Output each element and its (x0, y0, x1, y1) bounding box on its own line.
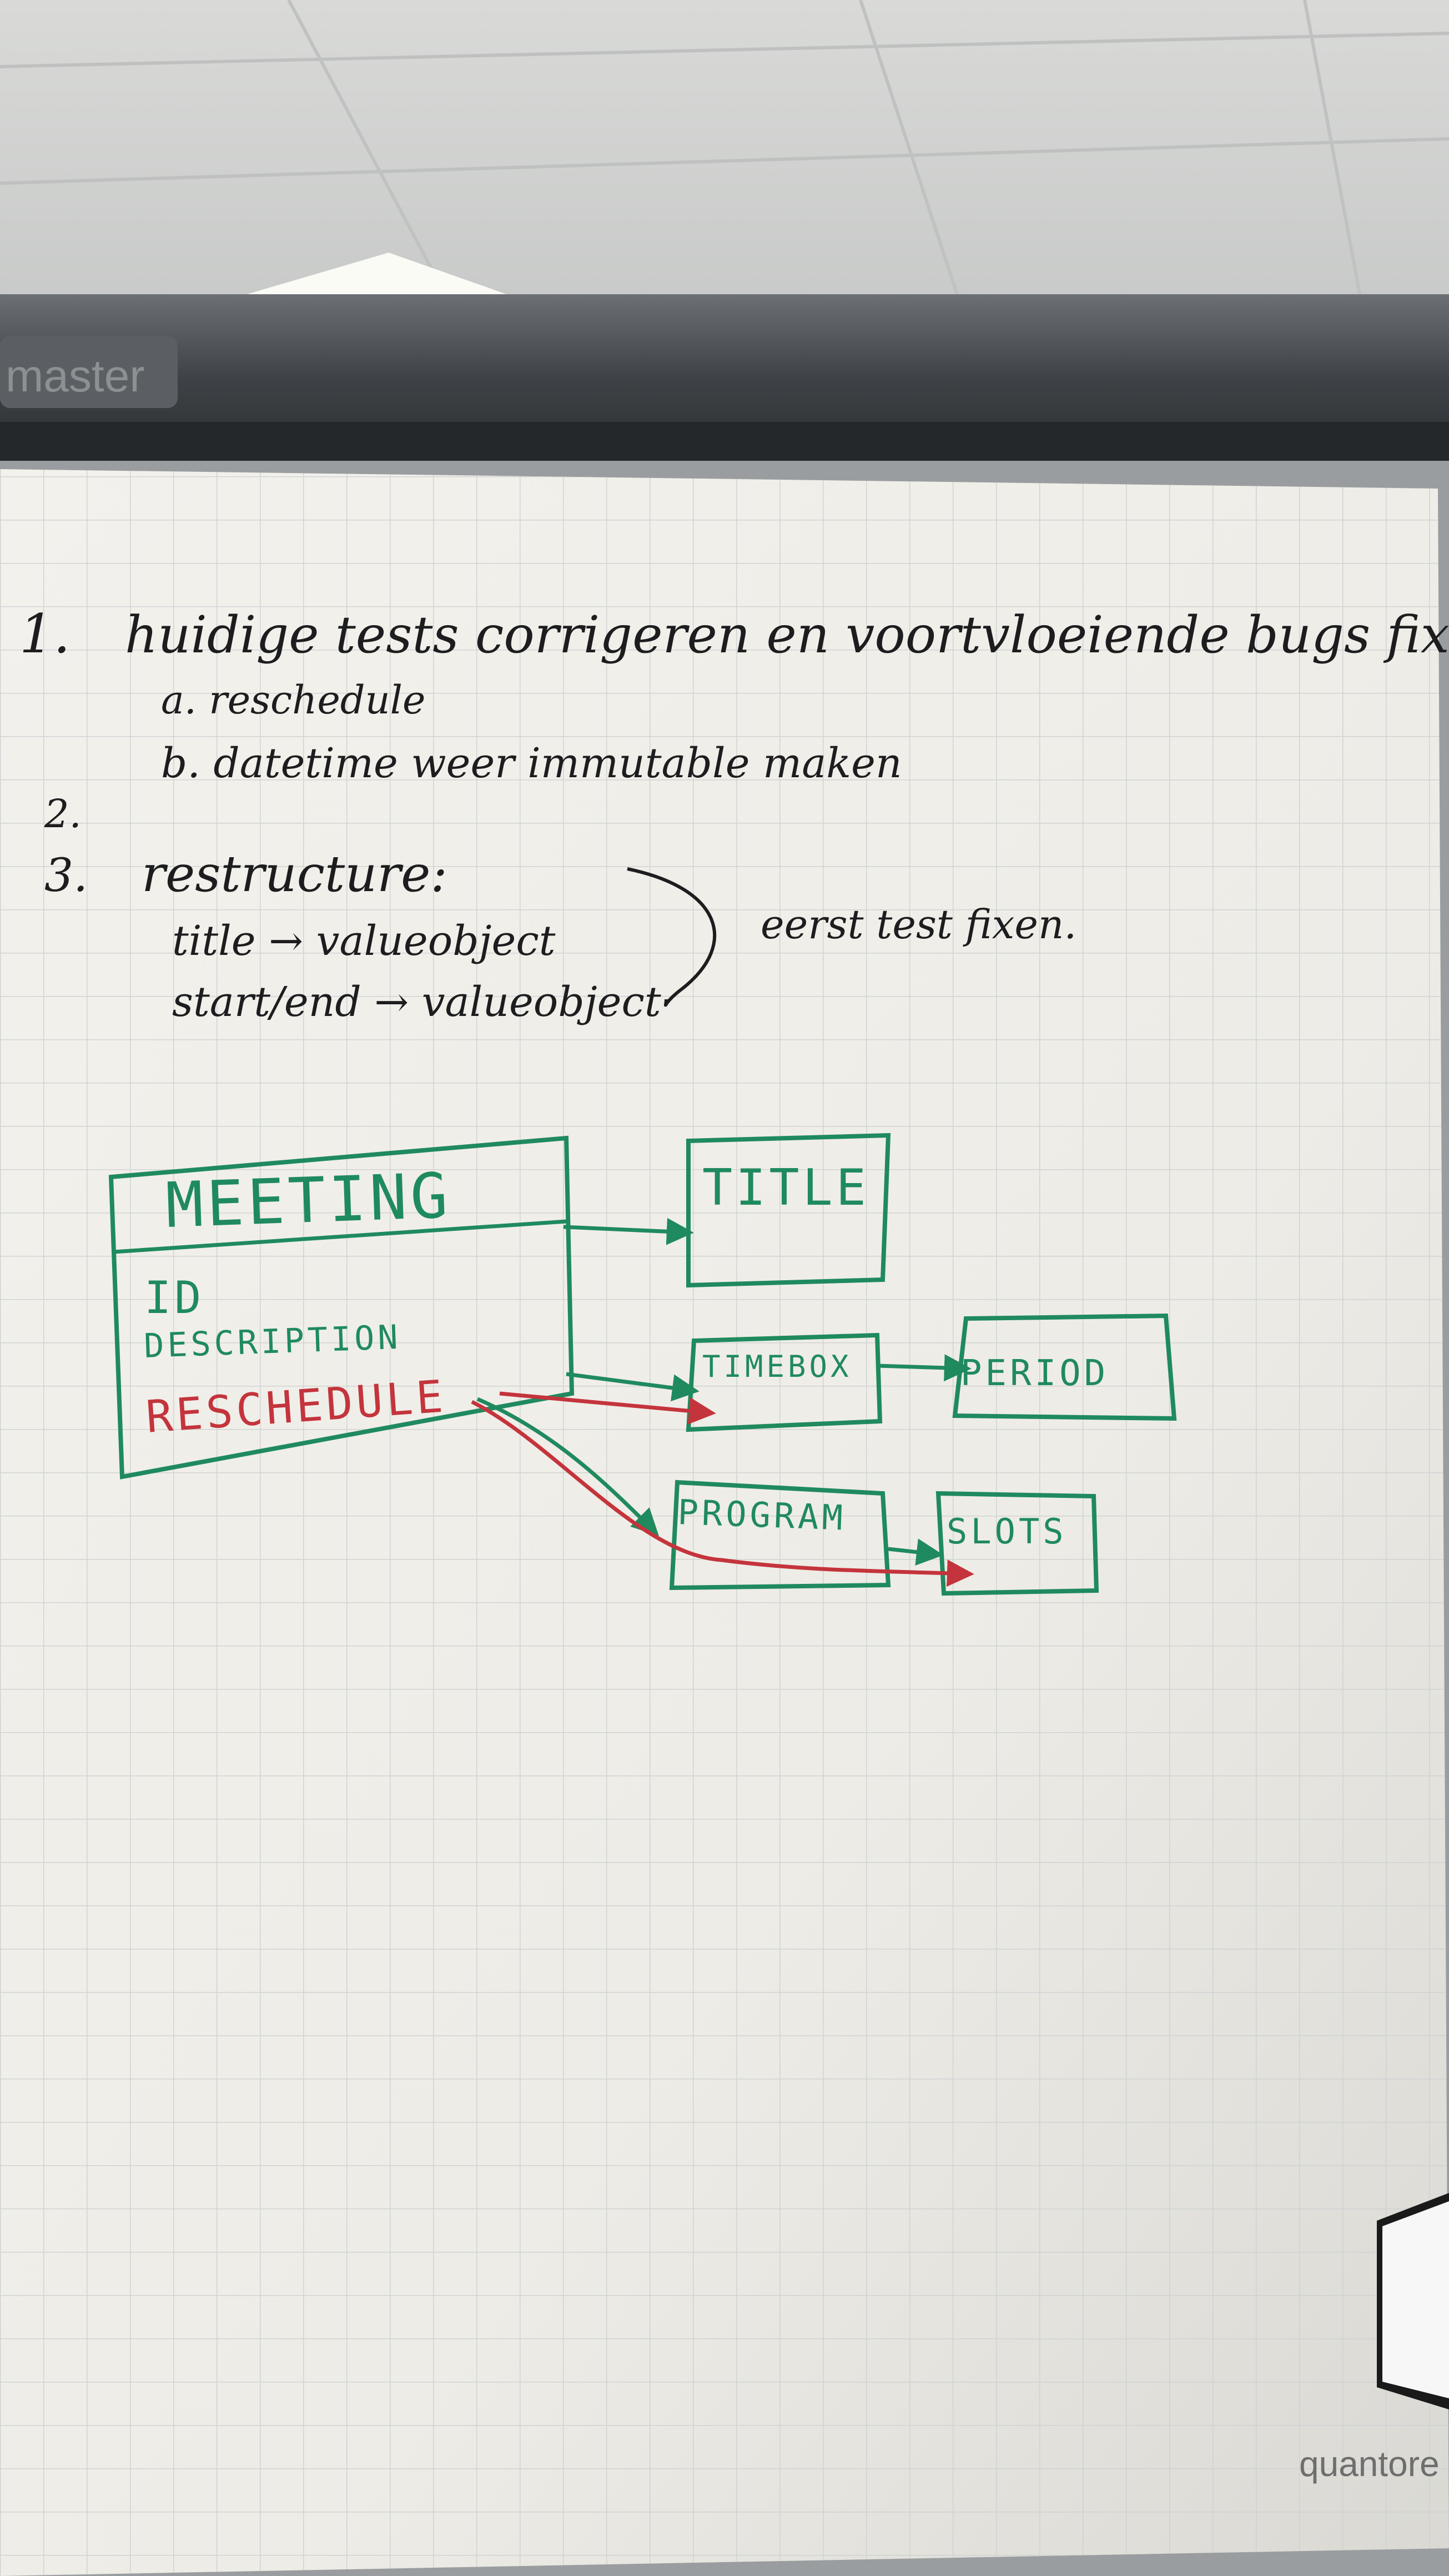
note-item1-marker: 1. (19, 603, 71, 665)
slots-box-label: SLOTS (947, 1511, 1067, 1552)
program-box-label: PROGRAM (677, 1492, 847, 1538)
note-item1: huidige tests corrigeren en voortvloeien… (125, 605, 1449, 665)
handwritten-notes: 1. huidige tests corrigeren en voortvloe… (19, 603, 1449, 1026)
brand-label: master (6, 351, 145, 401)
meeting-field-description: DESCRIPTION (143, 1318, 402, 1366)
meeting-field-id: ID (144, 1272, 204, 1324)
note-item3-marker: 3. (44, 849, 88, 902)
arrow-red-timebox (499, 1391, 716, 1425)
meeting-box (108, 1135, 575, 1480)
arrow-reschedule-program (476, 1397, 659, 1536)
note-side: eerst test fixen. (761, 901, 1076, 948)
meeting-divider (113, 1219, 567, 1254)
period-box (952, 1313, 1177, 1421)
arrow-program-slots (888, 1538, 944, 1566)
note-item1a: a. reschedule (161, 677, 425, 723)
meeting-title: MEETING (164, 1160, 452, 1242)
note-item3: restructure: (142, 845, 447, 903)
arrow-timebox-period (877, 1354, 972, 1382)
curly-brace (627, 867, 717, 1007)
period-box-label: PERIOD (960, 1353, 1109, 1394)
arrow-red-slots (471, 1400, 974, 1587)
paper-brand-label: quantore (1299, 2444, 1440, 2484)
note-item3-line1: title → valueobject (172, 917, 556, 965)
note-item3-line2: start/end → valueobject (172, 978, 661, 1026)
flipchart-bar: master (0, 294, 1449, 461)
note-item1b: b. datetime weer immutable maken (161, 739, 902, 787)
timebox-box-label: TIMEBOX (702, 1349, 852, 1384)
title-box-label: TITLE (702, 1159, 869, 1217)
program-box (669, 1480, 891, 1591)
note-item2-marker: 2. (44, 791, 82, 837)
arrow-meeting-timebox (566, 1372, 700, 1402)
arrow-meeting-title (563, 1217, 694, 1245)
flipchart-paper: quantore (0, 469, 1449, 2576)
